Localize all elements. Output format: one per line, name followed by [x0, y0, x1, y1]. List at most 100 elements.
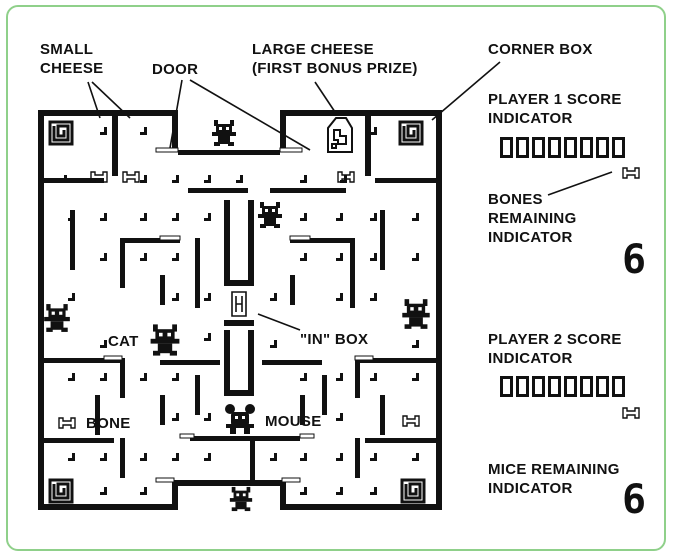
small-cheese-icon	[370, 487, 377, 495]
bone-icon	[620, 166, 642, 180]
small-cheese-icon	[300, 453, 307, 461]
cat-icon	[148, 322, 182, 358]
small-cheese-icon	[300, 373, 307, 381]
small-cheese-icon	[204, 453, 211, 461]
small-cheese-icon	[300, 175, 307, 183]
small-cheese-icon	[172, 175, 179, 183]
bone-icon	[620, 406, 642, 420]
score-digit	[500, 376, 513, 397]
score-digit	[516, 376, 529, 397]
bones-remaining-label: BONES REMAINING INDICATOR	[488, 190, 577, 247]
score-digit	[564, 376, 577, 397]
bones-remaining-count: 6	[622, 240, 646, 280]
small-cheese-icon	[100, 253, 107, 261]
score-digit	[548, 137, 561, 158]
cat-icon	[210, 118, 238, 148]
small-cheese-icon	[100, 453, 107, 461]
small-cheese-icon	[370, 373, 377, 381]
small-cheese-icon	[336, 213, 343, 221]
small-cheese-icon	[300, 213, 307, 221]
small-cheese-icon	[336, 373, 343, 381]
small-cheese-icon	[100, 213, 107, 221]
mouse-icon	[222, 402, 258, 436]
small-cheese-icon	[236, 175, 243, 183]
small-cheese-icon	[412, 453, 419, 461]
small-cheese-icon	[336, 453, 343, 461]
large-cheese-icon	[322, 114, 356, 154]
small-cheese-icon	[336, 293, 343, 301]
score-digit	[532, 137, 545, 158]
small-cheese-icon	[412, 373, 419, 381]
bone-icon	[120, 170, 142, 184]
small-cheese-icon	[370, 213, 377, 221]
in-box-icon	[230, 290, 248, 318]
small-cheese-icon	[68, 373, 75, 381]
player1-score-label: PLAYER 1 SCORE INDICATOR	[488, 90, 622, 128]
bone-icon	[400, 414, 422, 428]
small-cheese-icon	[140, 253, 147, 261]
mice-remaining-label: MICE REMAINING INDICATOR	[488, 460, 620, 498]
small-cheese-icon	[336, 413, 343, 421]
score-digit	[516, 137, 529, 158]
cat-icon	[400, 296, 432, 332]
bone-icon	[56, 416, 78, 430]
score-digit	[580, 137, 593, 158]
small-cheese-icon	[412, 253, 419, 261]
small-cheese-icon	[172, 213, 179, 221]
small-cheese-icon	[336, 487, 343, 495]
small-cheese-icon	[336, 253, 343, 261]
small-cheese-icon	[68, 453, 75, 461]
small-cheese-icon	[140, 213, 147, 221]
score-digit	[532, 376, 545, 397]
mice-remaining-count: 6	[622, 480, 646, 520]
small-cheese-icon	[140, 453, 147, 461]
bone-label: BONE	[86, 414, 131, 433]
small-cheese-icon	[412, 340, 419, 348]
player2-score-indicator	[500, 376, 625, 397]
small-cheese-icon	[370, 253, 377, 261]
small-cheese-icon	[140, 487, 147, 495]
in-box-label: "IN" BOX	[300, 330, 368, 349]
player1-score-indicator	[500, 137, 625, 158]
small-cheese-icon	[140, 373, 147, 381]
corner-box-icon	[48, 478, 74, 504]
small-cheese-icon	[172, 253, 179, 261]
score-digit	[612, 376, 625, 397]
score-digit	[612, 137, 625, 158]
cat-label: CAT	[108, 332, 139, 351]
score-digit	[596, 137, 609, 158]
small-cheese-icon	[172, 413, 179, 421]
small-cheese-icon	[204, 413, 211, 421]
small-cheese-icon	[100, 487, 107, 495]
score-digit	[500, 137, 513, 158]
small-cheese-icon	[270, 453, 277, 461]
small-cheese-icon	[100, 127, 107, 135]
small-cheese-icon	[100, 373, 107, 381]
small-cheese-icon	[204, 333, 211, 341]
corner-box-icon	[398, 120, 424, 146]
score-digit	[596, 376, 609, 397]
small-cheese-icon	[270, 293, 277, 301]
cat-icon	[42, 300, 72, 336]
player2-score-label: PLAYER 2 SCORE INDICATOR	[488, 330, 622, 368]
small-cheese-icon	[204, 213, 211, 221]
small-cheese-icon	[412, 213, 419, 221]
mouse-label: MOUSE	[265, 412, 322, 431]
small-cheese-icon	[172, 373, 179, 381]
small-cheese-icon	[300, 253, 307, 261]
small-cheese-icon	[100, 340, 107, 348]
score-digit	[580, 376, 593, 397]
cat-icon	[228, 484, 254, 514]
small-cheese-icon	[370, 293, 377, 301]
small-cheese-icon	[204, 175, 211, 183]
small-cheese-icon	[172, 453, 179, 461]
corner-box-icon	[400, 478, 426, 504]
small-cheese-icon	[172, 293, 179, 301]
bone-icon	[335, 170, 357, 184]
score-digit	[548, 376, 561, 397]
small-cheese-icon	[270, 340, 277, 348]
small-cheese-icon	[140, 127, 147, 135]
bone-icon	[88, 170, 110, 184]
cat-icon	[256, 198, 284, 232]
small-cheese-icon	[370, 127, 377, 135]
